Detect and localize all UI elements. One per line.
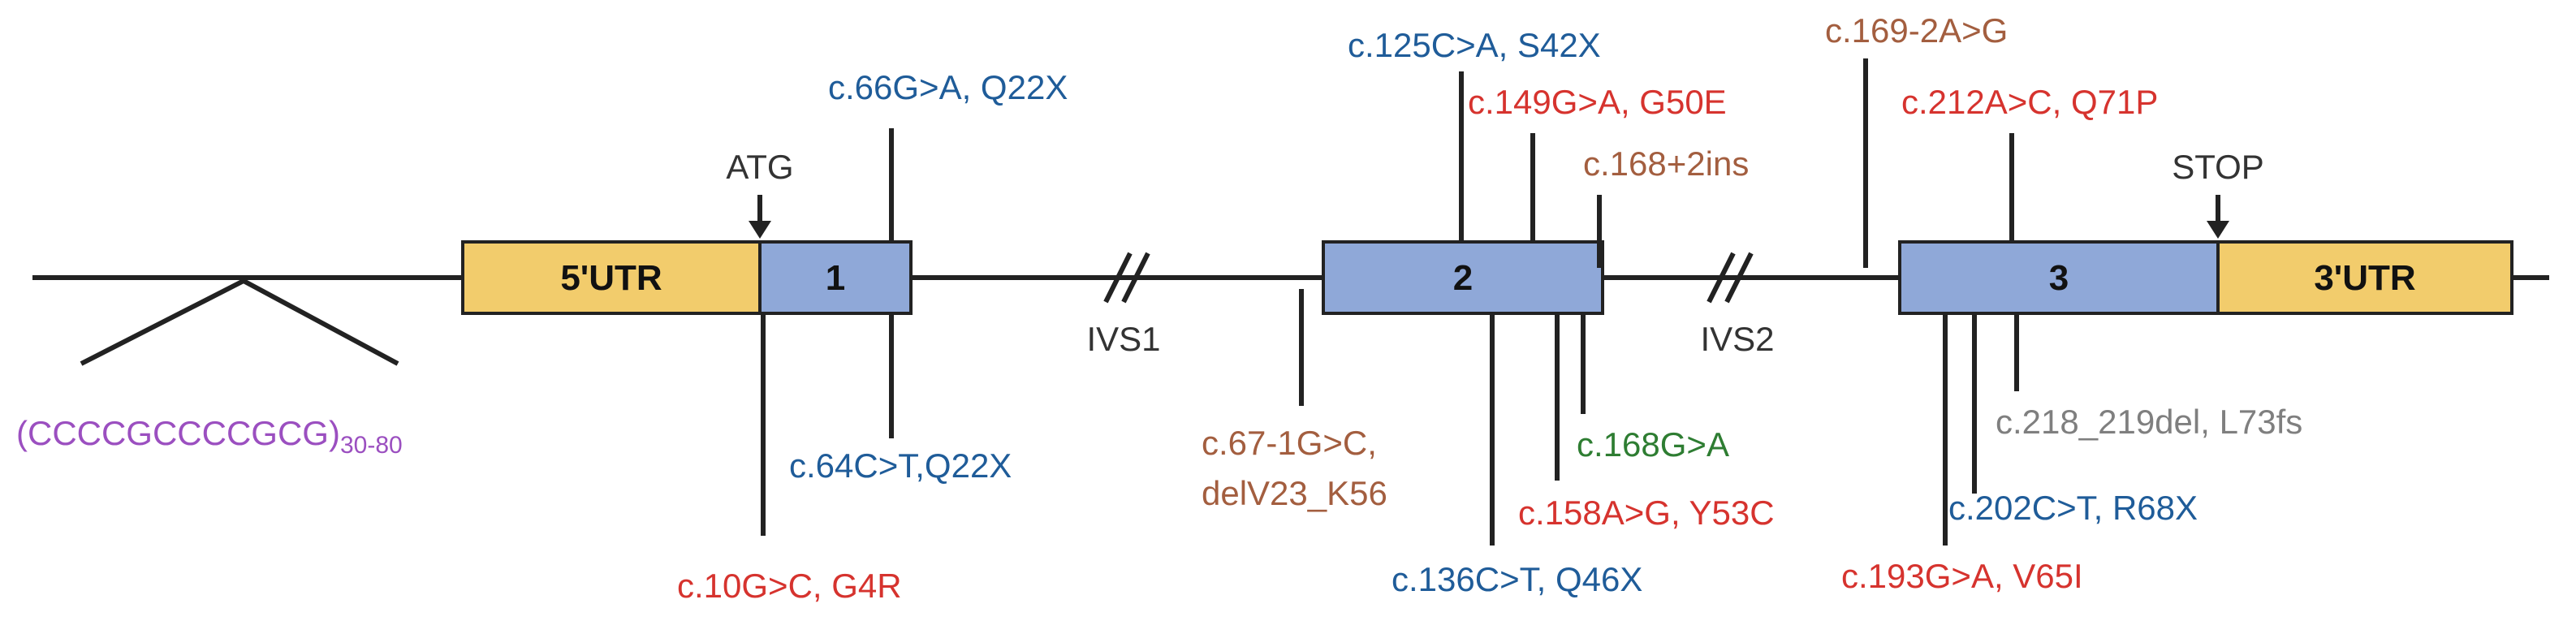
repeat-label: (CCCCGCCCCGCG)30-80 xyxy=(16,414,403,459)
variant-c202: c.202C>T, R68X xyxy=(1948,489,2198,527)
variant-c168: c.168G>A xyxy=(1577,425,1729,464)
utr3-label: 3'UTR xyxy=(2314,258,2415,298)
variant-c158: c.158A>G, Y53C xyxy=(1518,494,1775,532)
exon2-label: 2 xyxy=(1453,258,1473,298)
intron2-break xyxy=(1707,252,1754,304)
variant-c149: c.149G>A, G50E xyxy=(1468,83,1727,121)
variant-c10: c.10G>C, G4R xyxy=(677,567,902,605)
intron1-label: IVS1 xyxy=(1086,320,1160,358)
repeat-sequence: (CCCCGCCCCGCG) xyxy=(16,414,340,452)
stop-codon-label: STOP xyxy=(2172,148,2264,186)
variant-c67: c.67-1G>C, xyxy=(1202,424,1377,462)
utr5-box xyxy=(461,240,762,315)
variant-c136: c.136C>T, Q46X xyxy=(1392,560,1642,598)
stop-codon-arrow xyxy=(2207,195,2229,239)
variant-c193: c.193G>A, V65I xyxy=(1841,557,2083,595)
variant-c212: c.212A>C, Q71P xyxy=(1901,83,2158,121)
intron1-break xyxy=(1103,252,1150,304)
variant-c125: c.125C>A, S42X xyxy=(1348,26,1601,64)
exon1-box xyxy=(758,240,913,315)
variant-c66: c.66G>A, Q22X xyxy=(828,68,1068,106)
exon1-label: 1 xyxy=(826,258,845,298)
variant-c169: c.169-2A>G xyxy=(1825,11,2008,50)
utr3-box xyxy=(2216,240,2513,315)
variant-c67-effect: delV23_K56 xyxy=(1202,474,1387,512)
variant-c168ins: c.168+2ins xyxy=(1583,144,1749,183)
variant-c218: c.218_219del, L73fs xyxy=(1996,403,2302,441)
variant-c64: c.64C>T,Q22X xyxy=(789,446,1012,485)
start-codon-label: ATG xyxy=(726,148,793,186)
intron2-label: IVS2 xyxy=(1700,320,1774,358)
exon3-label: 3 xyxy=(2049,258,2069,298)
repeat-count: 30-80 xyxy=(340,432,403,459)
repeat-wedge xyxy=(80,278,399,366)
utr5-label: 5'UTR xyxy=(560,258,662,298)
start-codon-arrow xyxy=(749,195,771,239)
